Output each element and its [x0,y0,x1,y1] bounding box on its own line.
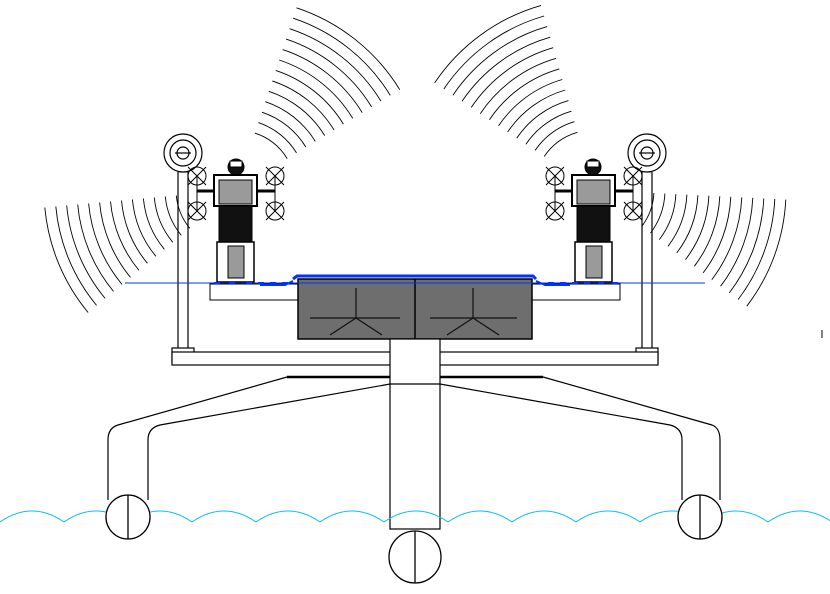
sweep-arc [164,196,182,236]
camera-dome-left [163,133,203,173]
sweep-arc [275,69,344,125]
sweep-arc [88,203,123,285]
sweep-arc [44,207,89,313]
robot-right [571,158,616,283]
sensor-mast-left [163,133,203,363]
float-right [677,494,723,540]
sensor-mast-right [627,133,667,363]
sweep-arc [296,7,401,90]
float-left [105,494,151,540]
sweep-arc [658,194,677,240]
waterline [125,274,705,286]
pontoon-legs [107,376,721,500]
sweep-arc [507,89,566,133]
sweep-arc [153,197,174,243]
sweep-arc [737,198,776,300]
sweep-arc [121,200,148,264]
side-platform-right [529,283,621,301]
sweep-arc [66,205,106,299]
sweep-arc [702,196,732,274]
sweep-arc [110,201,140,271]
sweep-arc [282,49,363,113]
sweep-arc [279,59,354,119]
sweep-arc [516,100,569,139]
sweep-arc [711,197,743,280]
sweep-arc [676,195,699,254]
sweep-arc [534,121,575,151]
rotor-icon [187,201,207,221]
rotor-icon [545,201,565,221]
rotor-icon [545,166,565,186]
sweep-arc [728,198,765,294]
float-center [388,530,442,584]
sweep-arc [489,68,560,120]
sweep-arc [641,192,655,227]
floats [105,494,723,584]
sweep-arc [268,90,326,136]
sweep-arc [434,4,542,84]
fan-vent-right [430,288,517,336]
sweep-arc [470,47,554,108]
deck-box [297,278,533,340]
sweep-arc [258,122,297,154]
rotor-icon [623,201,643,221]
sweep-arc [667,194,688,247]
sweep-arc [650,193,666,234]
rotor-icon [265,166,285,186]
sweep-arc [452,26,548,96]
fan-vent-left [310,288,400,336]
side-platform-left [209,283,301,301]
central-column [389,338,441,530]
rotor-icon [623,166,643,186]
sweep-arc [254,132,288,159]
sweep-arc [285,38,372,108]
sweep-arc [77,204,114,292]
sweep-arc [261,111,307,148]
robot-left [213,158,258,283]
rotor-icon [265,201,285,221]
sweep-arc [272,80,335,131]
sweep-arc [292,17,391,96]
sweep-arc [720,197,754,287]
sweep-arc [55,206,97,306]
rotor-arcs-left [44,7,401,313]
sweep-arc [543,131,578,157]
sweep-arc [443,15,545,90]
sweep-arc [685,195,710,260]
rotor-icon [187,166,207,186]
sweep-arc [289,28,382,102]
sweep-arc [498,79,563,127]
sweep-arc [265,101,316,142]
camera-dome-right [627,133,667,173]
sweep-arc [99,202,131,278]
sweep-arc [461,36,551,102]
sweep-arc [746,199,787,307]
sweep-arc [693,196,721,267]
sweep-arc [479,57,557,114]
sweep-arc [525,110,572,145]
sweep-arc [131,199,157,257]
sweep-arc [142,198,165,250]
